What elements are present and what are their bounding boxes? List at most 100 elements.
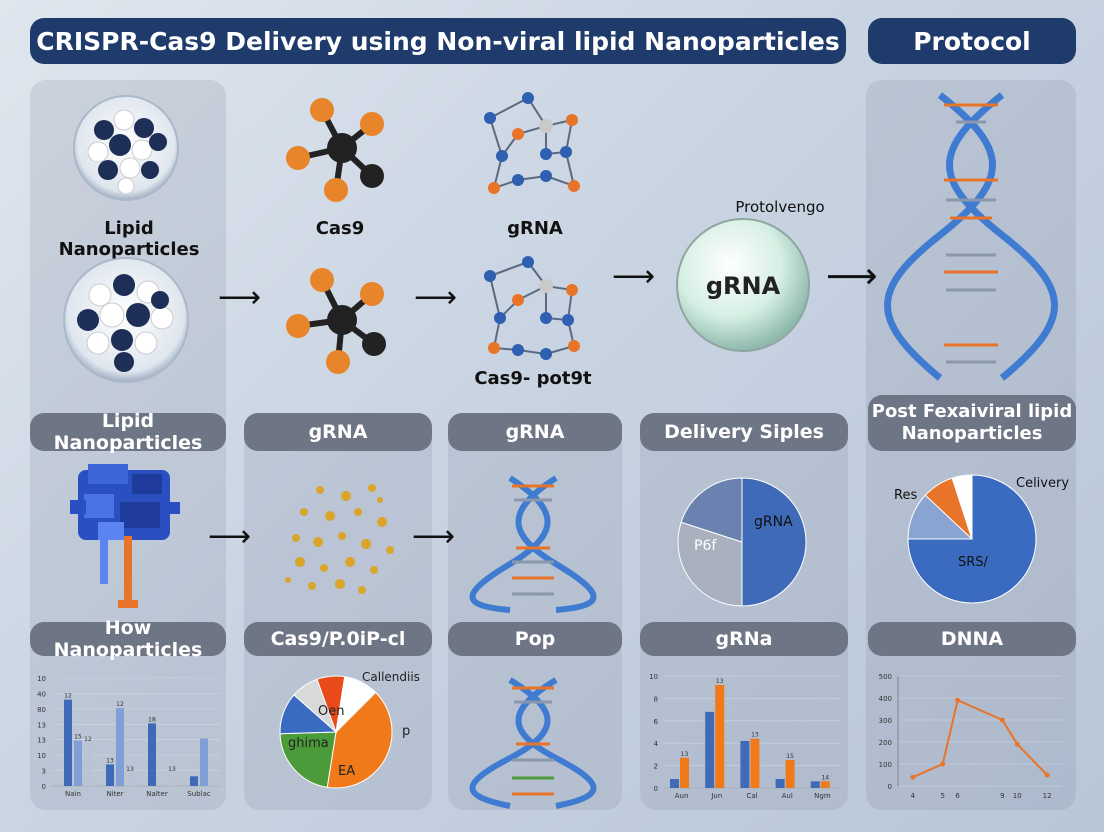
y-tick-label: 0 [888, 783, 892, 791]
x-tick-label: 12 [1043, 792, 1052, 800]
bar-data-label: 13 [716, 678, 724, 685]
x-tick-label: 5 [940, 792, 944, 800]
pill-grna-3: gRNa [640, 622, 848, 656]
bar-data-label: 14 [821, 774, 829, 781]
row2-graphics [70, 464, 1037, 613]
grna-sphere-icon [676, 218, 810, 352]
bar [670, 779, 679, 788]
x-tick-label: Sublac [187, 790, 211, 798]
complex-label: Cas9- pot9t [474, 368, 592, 389]
pie-chart-cas9 [279, 675, 393, 789]
pie3-label-ea: EA [338, 764, 356, 779]
pie2-label-res: Res [894, 488, 918, 503]
bar-data-label: 13 [106, 757, 114, 764]
pie-slice [279, 731, 337, 788]
dna-helix-icon [469, 475, 597, 613]
pie-slice [335, 676, 377, 734]
y-tick-label: 200 [879, 739, 892, 747]
y-tick-label: 10 [37, 752, 46, 760]
line-point [1044, 772, 1050, 778]
grna-network-nodes [484, 256, 580, 360]
bar [705, 711, 715, 788]
pill-dnna: DNNA [868, 622, 1076, 656]
main-title: CRISPR-Cas9 Delivery using Non-viral lip… [30, 18, 846, 64]
line-point [955, 697, 961, 703]
bar [740, 740, 750, 788]
bar [775, 779, 785, 788]
dna-helix-icon [884, 92, 1058, 381]
bar [190, 776, 198, 786]
grna-network-icon [488, 97, 576, 190]
grna-label: gRNA [507, 218, 563, 239]
y-tick-label: 8 [654, 695, 658, 703]
bar [200, 738, 208, 786]
cas9-molecule-icon [286, 268, 386, 374]
y-tick-label: 10 [37, 675, 46, 683]
y-tick-label: 13 [37, 721, 46, 729]
pie1-label-grna: gRNA [754, 514, 793, 530]
lipid-nanoparticle-icon [63, 257, 189, 383]
grna-network-nodes [484, 92, 580, 194]
bar [64, 699, 72, 786]
pill-cas9-p: Cas9/P.0iP-cl [244, 622, 432, 656]
bar [680, 757, 689, 788]
bar-data-label: 12 [84, 736, 92, 743]
bar [810, 781, 820, 788]
bar [148, 723, 156, 786]
line-point [940, 761, 946, 767]
pie-slice [907, 474, 1037, 604]
x-tick-label: 6 [955, 792, 960, 800]
bar-data-label: 13 [126, 766, 134, 773]
pie-chart-post [907, 474, 1037, 604]
bar-data-label: 15 [786, 753, 794, 760]
y-tick-label: 0 [42, 783, 46, 791]
cas9-label: Cas9 [315, 218, 365, 239]
gold-particles-icon [285, 484, 394, 594]
x-tick-label: 4 [911, 792, 916, 800]
x-tick-label: 10 [1013, 792, 1022, 800]
pie-slice [677, 521, 743, 607]
pie1-label-p6f: P6f [694, 538, 717, 554]
y-tick-label: 500 [879, 673, 892, 681]
line-point [910, 774, 916, 780]
sphere-caption: Protolvengo [735, 198, 825, 216]
y-tick-label: 400 [879, 695, 892, 703]
bar [750, 738, 760, 788]
pill-how-nanoparticles: How Nanoparticles [30, 617, 226, 661]
pie2-label-celivery: Celivery [1016, 476, 1070, 491]
bar [715, 684, 725, 788]
pill-lipid-nanoparticles: Lipid Nanoparticles [30, 410, 226, 454]
pie-slice [951, 474, 973, 540]
bar [116, 708, 124, 786]
y-tick-label: 100 [879, 761, 892, 769]
bar [74, 740, 82, 786]
bar [785, 760, 795, 788]
bar-data-label: 12 [116, 701, 124, 708]
bar [84, 742, 92, 786]
sphere-text: gRNA [705, 272, 781, 300]
x-tick-label: Nalter [146, 790, 168, 798]
pie-slice [741, 477, 807, 607]
y-tick-label: 3 [42, 768, 46, 776]
y-tick-label: 6 [654, 718, 659, 726]
y-tick-label: 80 [37, 706, 46, 714]
bar [168, 773, 176, 786]
x-tick-label: 9 [1000, 792, 1004, 800]
arrow-right-icon: ⟶ [612, 259, 656, 294]
bar-data-label: 13 [751, 732, 759, 739]
y-tick-label: 40 [37, 690, 46, 698]
arrow-right-icon: ⟶ [412, 519, 456, 554]
arrow-right-icon: ⟶ [826, 256, 878, 297]
bar-data-label: 15 [74, 734, 82, 741]
pill-grna: gRNA [244, 413, 432, 451]
bar [126, 773, 134, 786]
bar-data-label: 13 [681, 751, 689, 758]
pie-slice [326, 691, 393, 789]
x-tick-label: Ngm [814, 792, 831, 800]
y-tick-label: 0 [654, 785, 658, 793]
cas9-molecule-icon [286, 98, 384, 202]
